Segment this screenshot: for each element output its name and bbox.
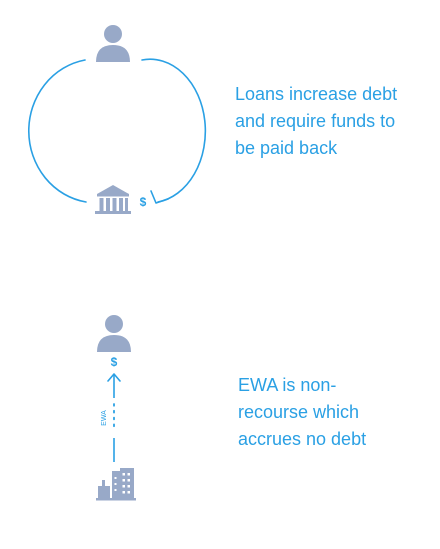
loan-caption-line: and require funds to	[235, 111, 396, 131]
loan-cycle-right-arc	[141, 58, 207, 203]
bank-icon	[95, 185, 131, 214]
loan-cycle-left-arc	[28, 59, 87, 203]
loan-caption-line: be paid back	[235, 138, 338, 158]
ewa-flow: $ EWA	[96, 315, 136, 501]
arrowhead-icon	[107, 373, 121, 382]
loan-cycle: $	[28, 25, 207, 214]
factory-icon	[96, 468, 136, 501]
ewa-dollar-icon: $	[111, 355, 118, 369]
ewa-caption: EWA is non- recourse which accrues no de…	[238, 372, 366, 453]
person-icon	[96, 25, 130, 62]
loan-caption-line: Loans increase debt	[235, 84, 398, 104]
loan-caption: Loans increase debt and require funds to…	[235, 81, 397, 162]
loan-dollar-icon: $	[140, 195, 147, 209]
ewa-flow-label: EWA	[101, 410, 108, 426]
ewa-caption-line: accrues no debt	[238, 429, 367, 449]
ewa-caption-line: recourse which	[238, 402, 360, 422]
person-icon	[97, 315, 131, 352]
ewa-caption-line: EWA is non-	[238, 375, 337, 395]
arrowhead-icon	[150, 190, 169, 204]
